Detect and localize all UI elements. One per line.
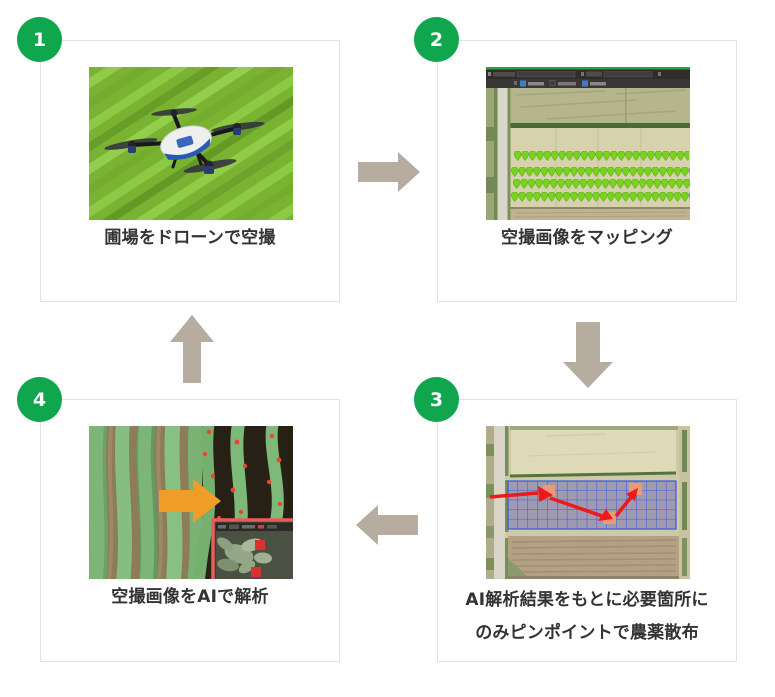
spray-route-map xyxy=(486,426,690,579)
arrow-step1-to-step2-icon xyxy=(358,152,420,192)
step-4-card: 空撮画像をAIで解析 xyxy=(40,399,340,662)
arrow-step4-to-step1-icon xyxy=(170,315,214,383)
step-2-number-badge: 2 xyxy=(414,17,459,62)
step-3-caption: AI解析結果をもとに必要箇所に のみピンポイントで農薬散布 xyxy=(438,584,736,650)
orange-pointer xyxy=(159,479,221,523)
step-3-card: AI解析結果をもとに必要箇所に のみピンポイントで農薬散布 xyxy=(437,399,737,662)
step-2-card: 空撮画像をマッピング xyxy=(437,40,737,302)
mapping-software-screenshot xyxy=(486,67,690,220)
drone-aerial-photo xyxy=(0,0,429,353)
arrow-step3-to-step4-icon xyxy=(356,505,418,545)
arrow-step2-to-step3-icon xyxy=(563,322,613,388)
ai-detection-photo xyxy=(86,411,297,594)
step-4-caption: 空撮画像をAIで解析 xyxy=(111,587,269,607)
step-3-caption-line2: のみピンポイントで農薬散布 xyxy=(475,623,699,643)
step-1-caption: 圃場をドローンで空撮 xyxy=(104,228,276,248)
step-1-number-badge: 1 xyxy=(17,17,62,62)
step-3-number-badge: 3 xyxy=(414,377,459,422)
step-4-number-badge: 4 xyxy=(17,377,62,422)
step-2-caption: 空撮画像をマッピング xyxy=(501,228,673,248)
step-1-card: 圃場をドローンで空撮 xyxy=(0,0,429,353)
step-3-caption-line1: AI解析結果をもとに必要箇所に xyxy=(465,590,709,610)
